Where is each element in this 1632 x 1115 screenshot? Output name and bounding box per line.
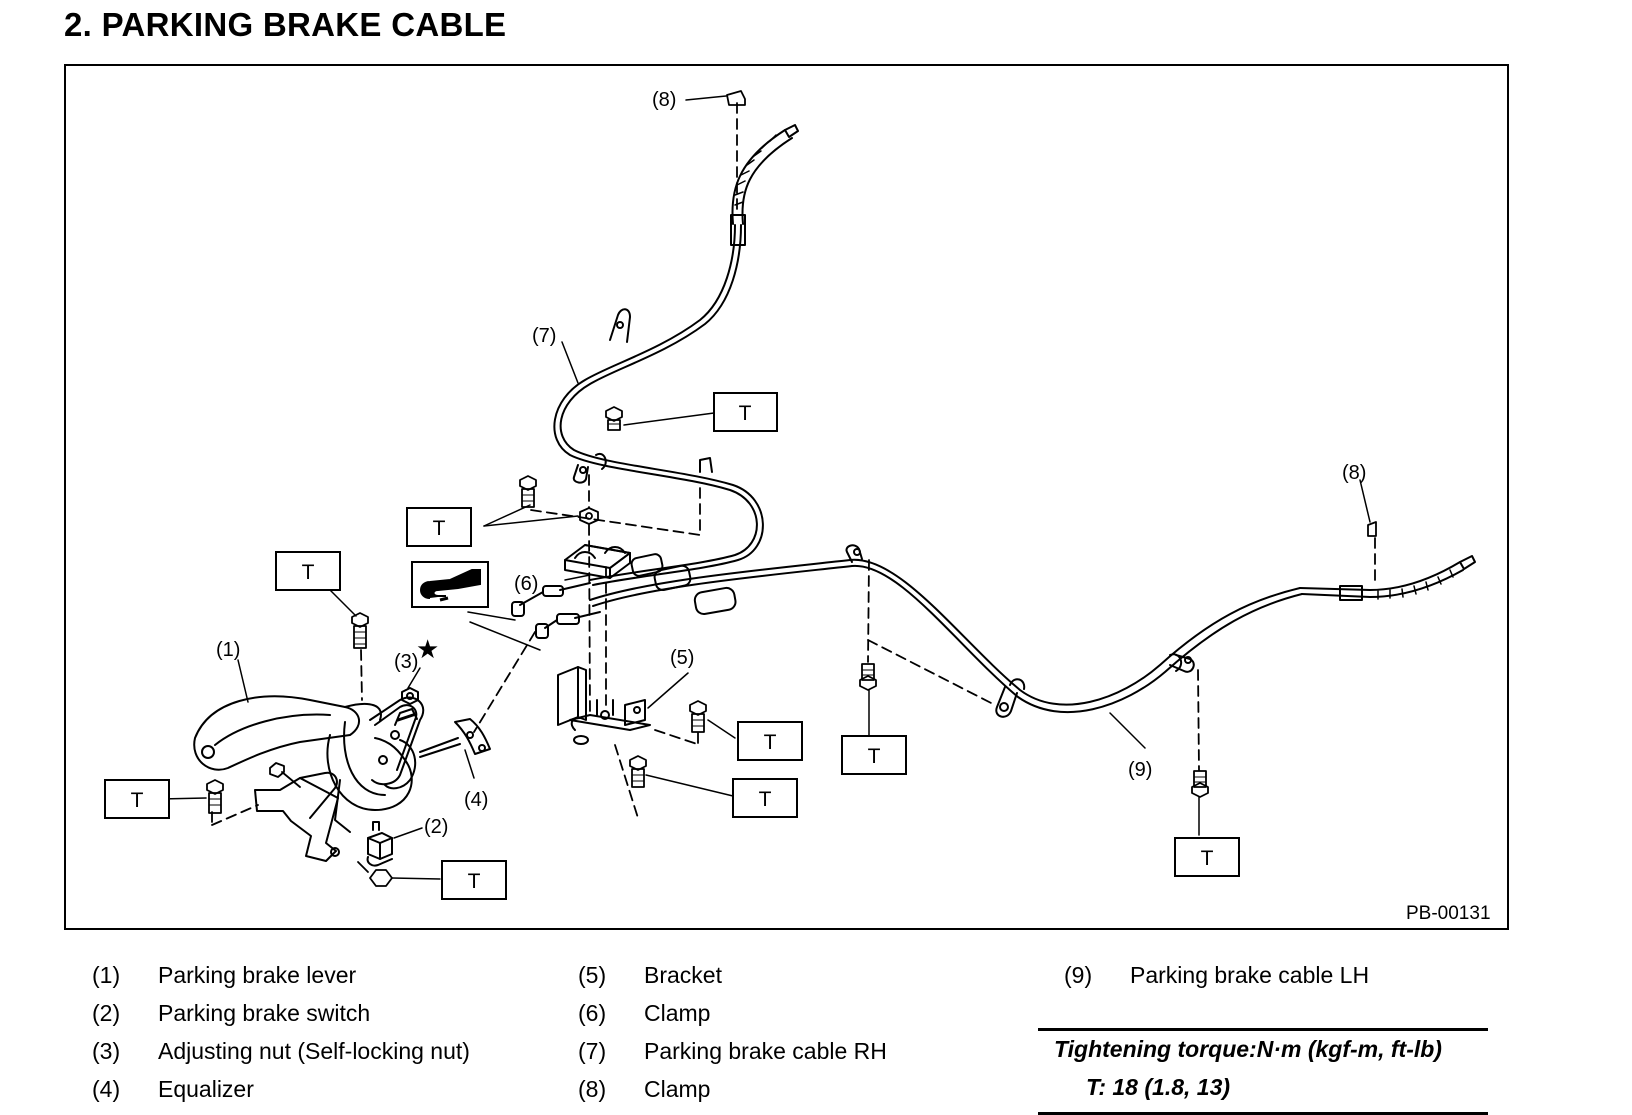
torque-box: T [737,721,803,761]
equalizer-4 [419,718,491,758]
clamp-6 [564,544,664,579]
svg-text:T: T [468,870,481,893]
svg-text:T: T [764,731,777,754]
grease-icon [411,561,489,608]
callout-2: (2) [424,816,448,838]
callout-6: (6) [514,573,538,595]
bolts [206,90,1377,887]
lever-base-bracket [254,771,351,862]
callout-3: (3) [394,651,418,673]
torque-box: T [1174,837,1240,877]
torque-markers: T T T T T T T T T [104,392,1240,900]
cable-lh [535,544,1476,718]
torque-box: T [841,735,907,775]
svg-text:T: T [739,402,752,425]
callout-7: (7) [532,325,556,347]
torque-heading: Tightening torque:N·m (kgf-m, ft-lb) [1054,1036,1442,1062]
page-title: 2. PARKING BRAKE CABLE [64,6,507,43]
dash-lines [211,102,1376,826]
callout-9: (9) [1128,759,1152,781]
leader-lines [159,95,1371,880]
svg-text:T: T [302,561,315,584]
cable-rh [511,124,799,617]
star-icon: ★ [416,635,439,665]
brake-switch-2 [366,821,393,867]
torque-box: T [441,860,507,900]
brake-lever [193,695,425,811]
torque-box: T [406,507,472,547]
callout-8-right: (8) [1342,462,1366,484]
svg-text:T: T [1201,847,1214,870]
svg-text:T: T [868,745,881,768]
callout-4: (4) [464,789,488,811]
adjusting-nut-3 [401,687,419,705]
diagram-frame [64,64,1509,930]
torque-box: T [104,779,170,819]
torque-box: T [275,551,341,591]
torque-rule-top [1038,1028,1488,1031]
svg-text:T: T [433,517,446,540]
torque-value: T: 18 (1.8, 13) [1086,1074,1231,1100]
svg-text:T: T [759,788,772,811]
bracket-5 [557,666,651,745]
torque-box: T [713,392,778,432]
svg-text:T: T [131,789,144,812]
callout-1: (1) [216,639,240,661]
callout-5: (5) [670,647,694,669]
torque-box: T [732,778,798,818]
callout-8-top: (8) [652,89,676,111]
figure-code: PB-00131 [1406,903,1491,924]
